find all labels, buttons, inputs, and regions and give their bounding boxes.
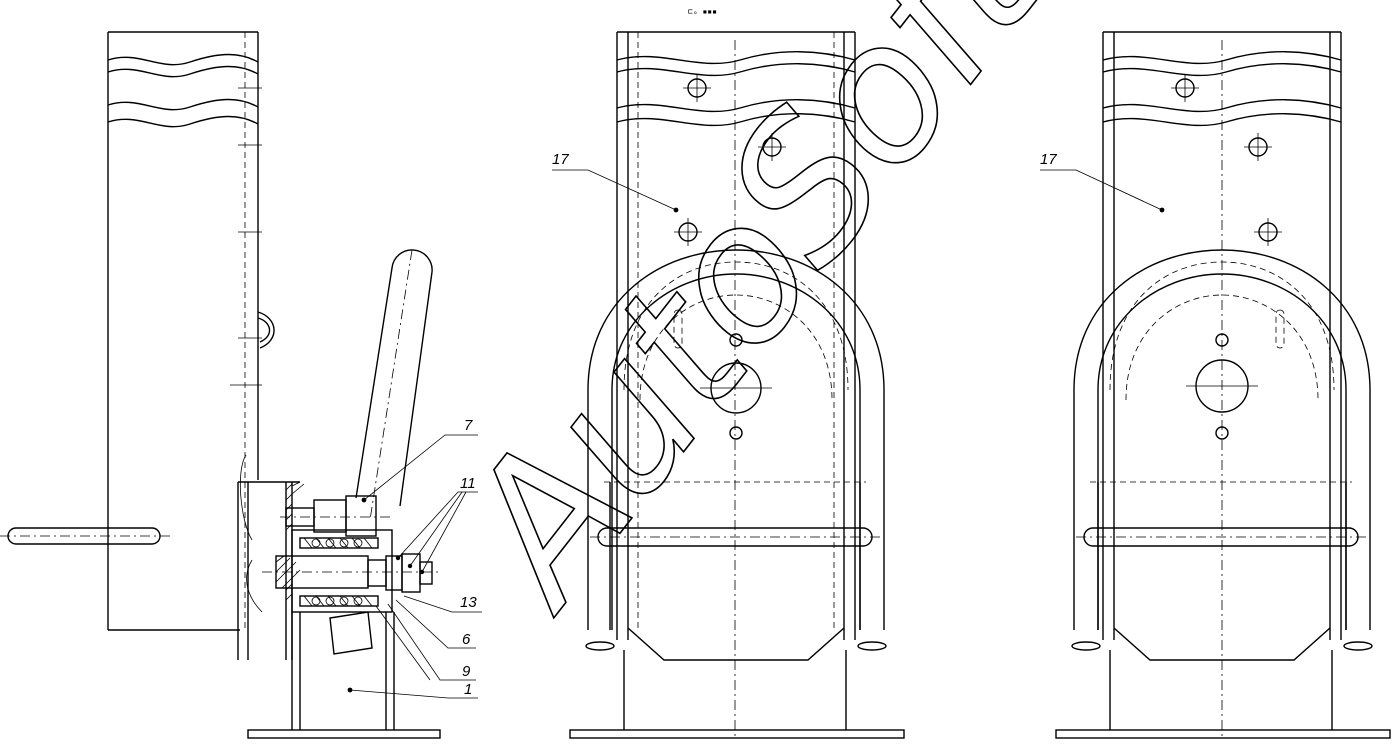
- callout-9: 9: [462, 663, 471, 680]
- left-view: 7 11 13 6 9 1: [0, 31, 482, 739]
- callout-6: 6: [462, 631, 471, 648]
- callout-7: 7: [464, 417, 473, 434]
- callout-1: 1: [464, 681, 472, 698]
- callout-13: 13: [460, 594, 477, 611]
- callout-11: 11: [460, 475, 476, 492]
- callout-17-right: 17: [1040, 151, 1057, 168]
- watermark-text: AutoSoft: [415, 0, 1087, 646]
- corner-mark: ⊏ₒ ▪▪▪: [688, 7, 717, 16]
- middle-view: 17: [552, 31, 905, 740]
- right-view: 17: [1040, 31, 1391, 740]
- callout-17-middle: 17: [552, 151, 569, 168]
